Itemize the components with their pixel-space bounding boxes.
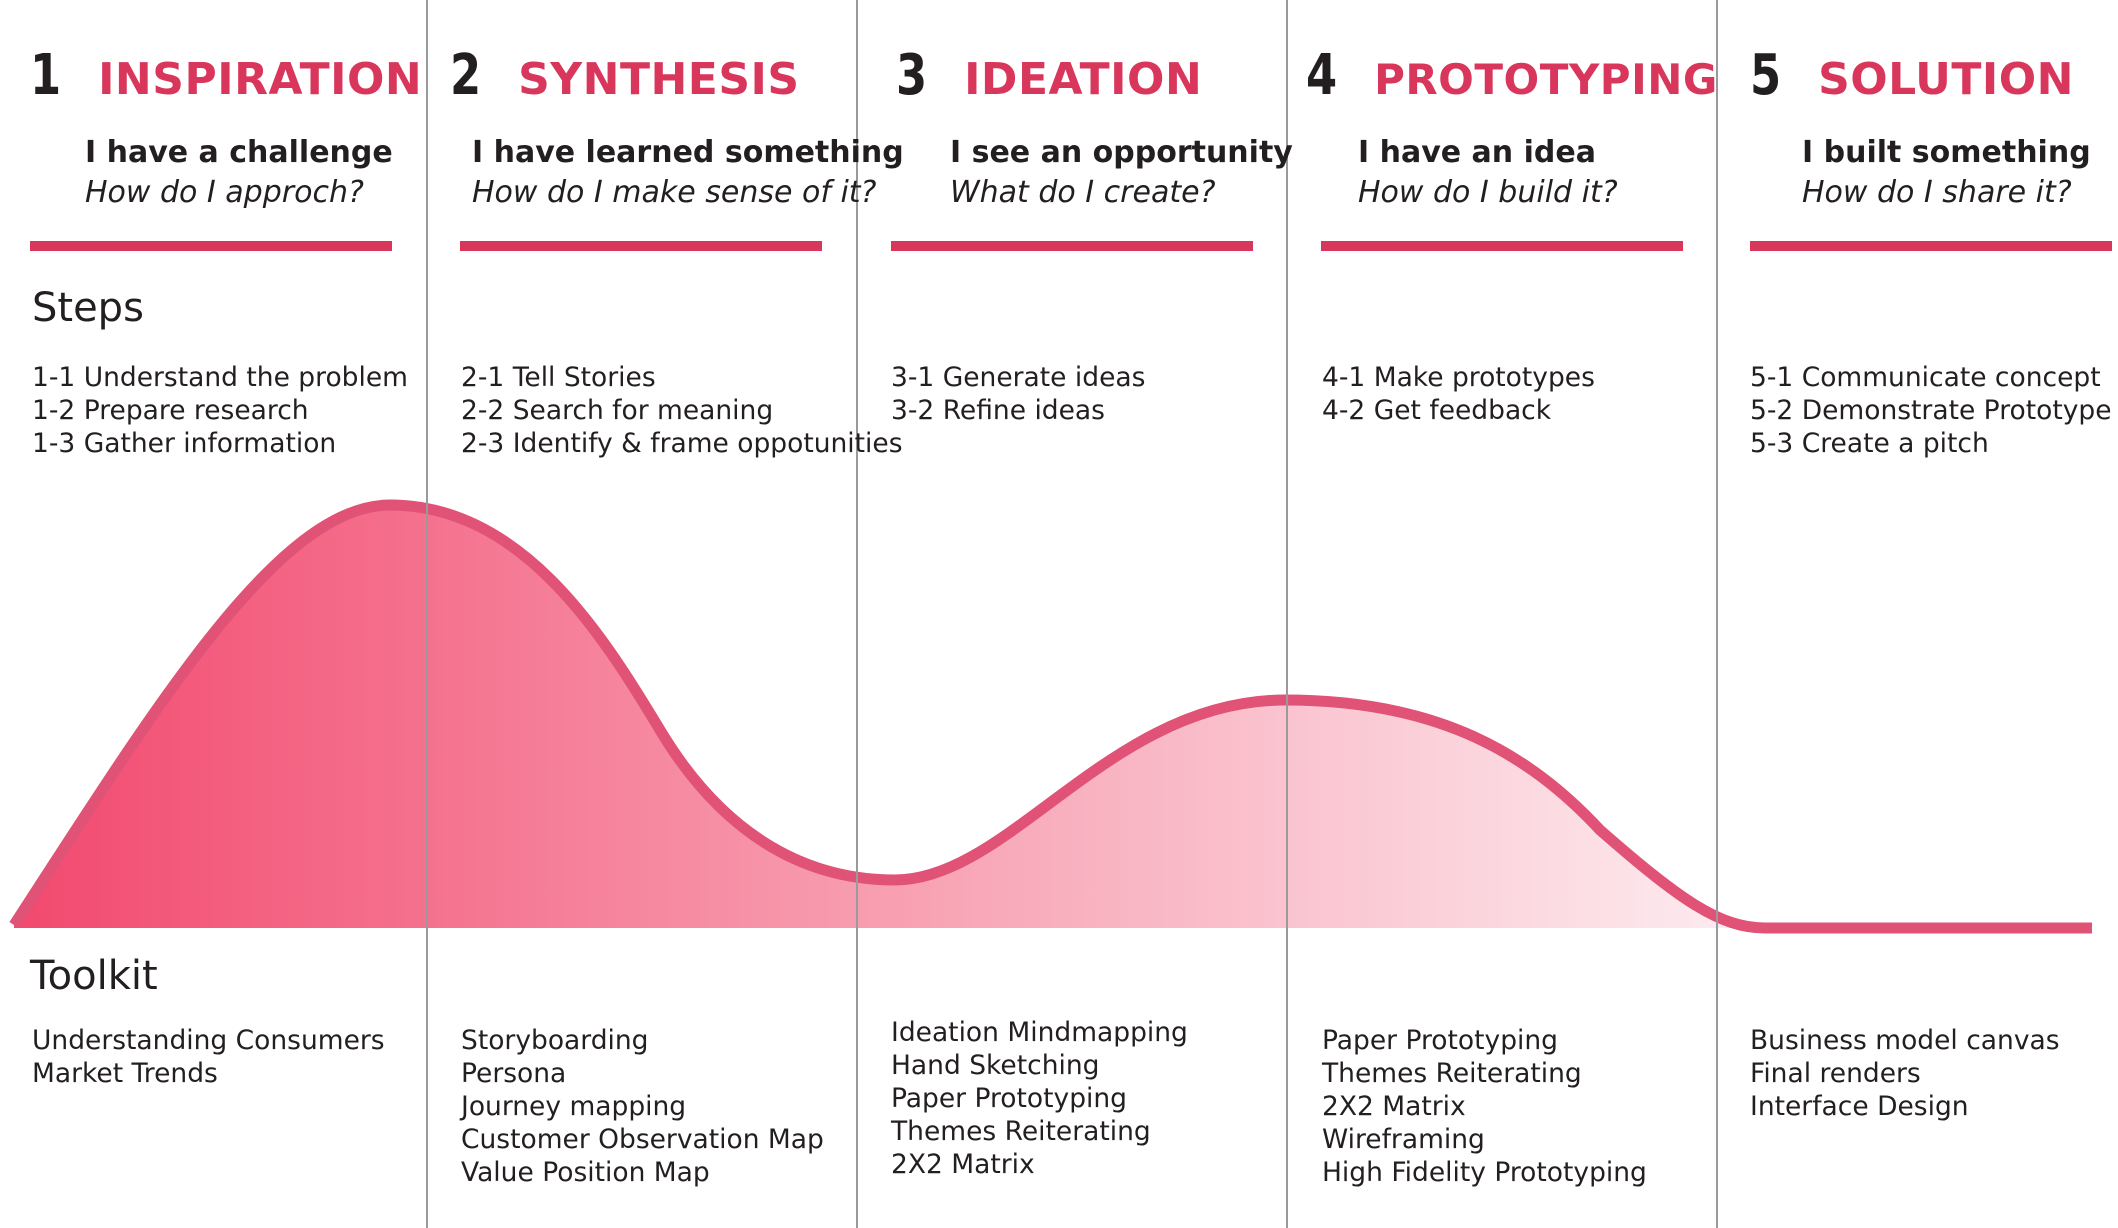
phase-5-steps: 5-1 Communicate concept 5-2 Demonstrate …: [1750, 361, 2112, 460]
phase-5-number: 5: [1750, 43, 1782, 108]
toolkit-item: Wireframing: [1322, 1124, 1485, 1155]
phase-4-steps: 4-1 Make prototypes 4-2 Get feedback: [1322, 361, 1595, 427]
step-item: 3-1 Generate ideas: [891, 362, 1146, 393]
phase-3-steps: 3-1 Generate ideas 3-2 Refine ideas: [891, 361, 1145, 427]
toolkit-item: Business model canvas: [1750, 1025, 2060, 1056]
phase-1-toolkit: Understanding Consumers Market Trends: [32, 1024, 385, 1090]
curve-fill: [14, 505, 1765, 928]
phase-4-statement: I have an idea: [1358, 135, 1596, 170]
phase-3-rule: [891, 241, 1253, 251]
toolkit-item: Paper Prototyping: [1322, 1025, 1558, 1056]
phase-4-title: PROTOTYPING: [1374, 55, 1718, 104]
step-item: 2-1 Tell Stories: [461, 362, 656, 393]
phase-5-question: How do I share it?: [1802, 175, 2072, 210]
phase-2-statement: I have learned something: [472, 135, 904, 170]
step-item: 2-3 Identify & frame oppotunities: [461, 428, 903, 459]
step-item: 2-2 Search for meaning: [461, 395, 774, 426]
toolkit-label: Toolkit: [30, 953, 158, 999]
steps-label: Steps: [32, 285, 144, 331]
phase-4-question: How do I build it?: [1358, 175, 1618, 210]
curve-line: [9, 499, 2092, 934]
phase-1-rule: [30, 241, 392, 251]
divider-2: [856, 0, 858, 1228]
phase-5-title: SOLUTION: [1818, 54, 2074, 105]
divider-4: [1716, 0, 1718, 1228]
phase-2-title: SYNTHESIS: [518, 54, 800, 105]
phase-2-steps: 2-1 Tell Stories 2-2 Search for meaning …: [461, 361, 903, 460]
toolkit-item: High Fidelity Prototyping: [1322, 1157, 1647, 1188]
phase-1-steps: 1-1 Understand the problem 1-2 Prepare r…: [32, 361, 408, 460]
phase-5-header: 5 SOLUTION: [1750, 48, 2074, 104]
divider-3: [1286, 0, 1288, 1228]
step-item: 1-2 Prepare research: [32, 395, 309, 426]
toolkit-item: Persona: [461, 1058, 567, 1089]
phase-4-toolkit: Paper Prototyping Themes Reiterating 2X2…: [1322, 1024, 1647, 1189]
phase-4-header: 4 PROTOTYPING: [1306, 48, 1718, 104]
phase-1-header: 1 INSPIRATION: [30, 48, 422, 104]
phase-3-question: What do I create?: [950, 175, 1216, 210]
step-item: 4-1 Make prototypes: [1322, 362, 1595, 393]
toolkit-item: Understanding Consumers: [32, 1025, 385, 1056]
phase-1-question: How do I approch?: [85, 175, 364, 210]
toolkit-item: Storyboarding: [461, 1025, 649, 1056]
phase-2-header: 2 SYNTHESIS: [450, 48, 800, 104]
toolkit-item: Interface Design: [1750, 1091, 1969, 1122]
step-item: 5-2 Demonstrate Prototype: [1750, 395, 2112, 426]
phase-4-rule: [1321, 241, 1683, 251]
phase-3-number: 3: [896, 43, 928, 108]
phase-2-number: 2: [450, 43, 482, 108]
phase-5-statement: I built something: [1802, 135, 2091, 170]
toolkit-item: Final renders: [1750, 1058, 1921, 1089]
toolkit-item: Customer Observation Map: [461, 1124, 824, 1155]
toolkit-item: Paper Prototyping: [891, 1083, 1127, 1114]
toolkit-item: Ideation Mindmapping: [891, 1017, 1188, 1048]
phase-5-rule: [1750, 241, 2112, 251]
phase-2-rule: [460, 241, 822, 251]
phase-1-number: 1: [30, 43, 62, 108]
toolkit-item: Market Trends: [32, 1058, 218, 1089]
phase-3-title: IDEATION: [964, 54, 1203, 105]
toolkit-item: Themes Reiterating: [1322, 1058, 1582, 1089]
phase-1-title: INSPIRATION: [98, 54, 423, 105]
step-item: 3-2 Refine ideas: [891, 395, 1105, 426]
phase-1-statement: I have a challenge: [85, 135, 393, 170]
divider-1: [426, 0, 428, 1228]
phase-3-header: 3 IDEATION: [896, 48, 1202, 104]
toolkit-item: Hand Sketching: [891, 1050, 1100, 1081]
phase-4-number: 4: [1306, 43, 1338, 108]
step-item: 4-2 Get feedback: [1322, 395, 1552, 426]
phase-2-toolkit: Storyboarding Persona Journey mapping Cu…: [461, 1024, 824, 1189]
step-item: 5-3 Create a pitch: [1750, 428, 1989, 459]
phase-3-statement: I see an opportunity: [950, 135, 1293, 170]
step-item: 1-3 Gather information: [32, 428, 337, 459]
toolkit-item: Value Position Map: [461, 1157, 710, 1188]
step-item: 5-1 Communicate concept: [1750, 362, 2101, 393]
toolkit-item: Journey mapping: [461, 1091, 687, 1122]
phase-2-question: How do I make sense of it?: [472, 175, 877, 210]
step-item: 1-1 Understand the problem: [32, 362, 408, 393]
toolkit-item: 2X2 Matrix: [1322, 1091, 1466, 1122]
phase-3-toolkit: Ideation Mindmapping Hand Sketching Pape…: [891, 1016, 1188, 1181]
toolkit-item: Themes Reiterating: [891, 1116, 1151, 1147]
phase-5-toolkit: Business model canvas Final renders Inte…: [1750, 1024, 2060, 1123]
toolkit-item: 2X2 Matrix: [891, 1149, 1035, 1180]
